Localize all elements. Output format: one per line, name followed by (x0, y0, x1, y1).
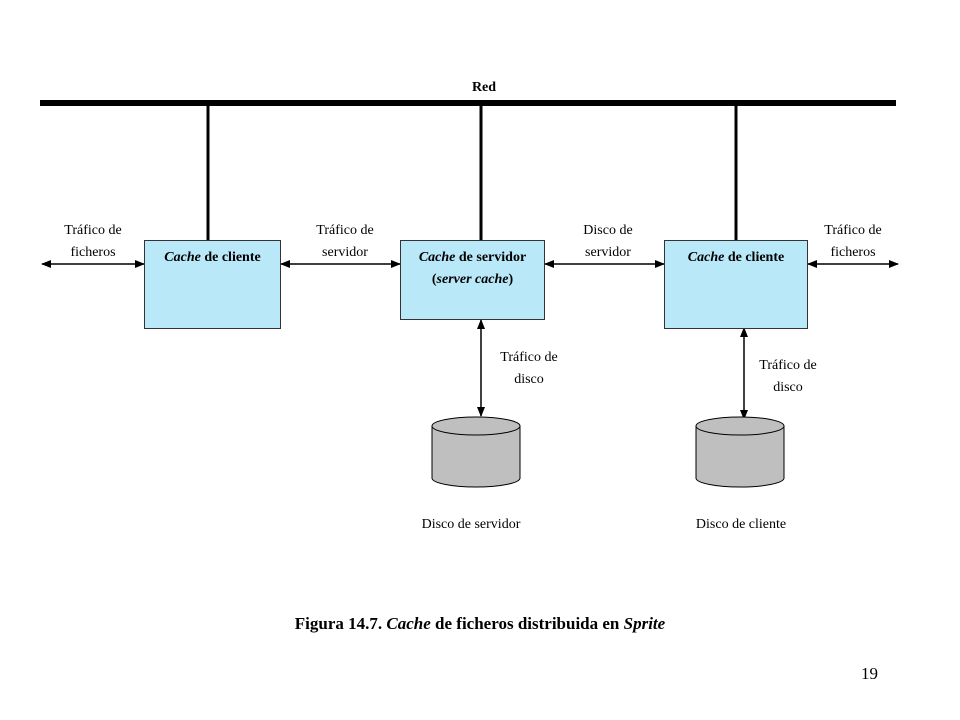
caption-italic-cache: Cache (386, 614, 431, 633)
server-cache-paren-open: ( (431, 272, 437, 287)
right-file-traffic-label: Tráfico de ficheros (808, 220, 898, 264)
client-disk-traffic-line1: Tráfico de (759, 358, 817, 373)
client-cache-right-italic: Cache (687, 250, 725, 265)
server-cache-box: Cache de servidor (server cache) (400, 240, 545, 320)
page-number: 19 (861, 664, 878, 683)
right-file-traffic-line1: Tráfico de (824, 223, 882, 238)
right-file-traffic-line2: ficheros (830, 245, 876, 260)
server-disk-icon (431, 416, 521, 488)
server-disk-traffic-label: Tráfico de disco (484, 347, 574, 391)
caption-prefix: Figura 14.7. (294, 614, 387, 633)
client-cache-left-box: Cache de cliente (144, 240, 281, 329)
server-cache-subtitle-italic: server cache (436, 272, 509, 287)
client-cache-left-italic: Cache (164, 250, 201, 265)
left-file-traffic-line1: Tráfico de (64, 223, 122, 238)
client-cache-left-rest: de cliente (200, 250, 261, 265)
left-file-traffic-label: Tráfico de ficheros (50, 220, 136, 264)
client-cache-right-box: Cache de cliente (664, 240, 808, 329)
network-label: Red (471, 80, 497, 95)
server-disk-line2: servidor (585, 245, 631, 260)
network-bus (40, 100, 896, 106)
caption-middle: de ficheros distribuida en (430, 614, 624, 633)
server-cache-rest: de servidor (455, 250, 527, 265)
server-cache-paren-close: ) (508, 272, 514, 287)
server-traffic-line2: servidor (322, 245, 368, 260)
client-disk-traffic-label: Tráfico de disco (743, 355, 833, 399)
server-disk-line1: Disco de (583, 223, 633, 238)
server-cache-subtitle: (server cache) (401, 269, 544, 291)
server-traffic-line1: Tráfico de (316, 223, 374, 238)
client-cache-right-rest: de cliente (724, 250, 785, 265)
server-traffic-label: Tráfico de servidor (300, 220, 390, 264)
server-cache-title: Cache de servidor (401, 247, 544, 269)
server-cache-italic: Cache (418, 250, 456, 265)
server-disk-traffic-line1: Tráfico de (500, 350, 558, 365)
server-disk-label: Disco de servidor (563, 220, 653, 264)
server-disk-caption: Disco de servidor (421, 517, 521, 532)
client-disk-traffic-line2: disco (773, 380, 803, 395)
server-disk-traffic-line2: disco (514, 372, 544, 387)
client-disk-caption: Disco de cliente (695, 517, 787, 532)
client-disk-icon (695, 416, 785, 488)
figure-caption: Figura 14.7. Cache de ficheros distribui… (0, 614, 960, 634)
left-file-traffic-line2: ficheros (70, 245, 116, 260)
caption-italic-sprite: Sprite (623, 614, 666, 633)
